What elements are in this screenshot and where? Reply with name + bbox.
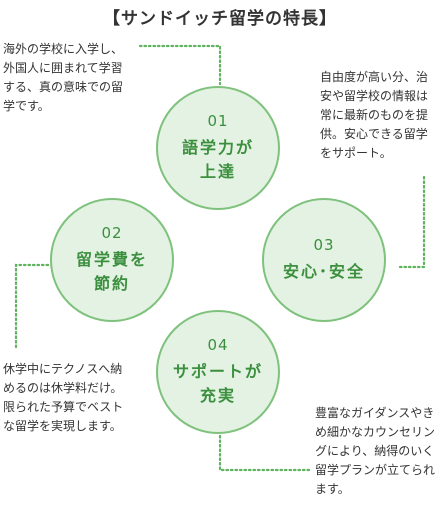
connector-line-3 [398, 174, 426, 269]
connector-line-4 [218, 434, 314, 472]
connector-line-2 [14, 263, 50, 352]
feature-4-number: 04 [207, 336, 229, 354]
page-title: 【サンドイッチ留学の特長】 [103, 9, 337, 29]
feature-2-number: 02 [101, 224, 123, 242]
feature-circle-4: 04 サポートが 充実 [156, 310, 280, 434]
feature-3-description: 自由度が高い分、治安や留学校の情報は常に最新のものを提供。安心できる留学をサポー… [320, 70, 429, 160]
feature-1-description: 海外の学校に入学し、外国人に囲まれて学習する、真の意味での留学です。 [3, 42, 124, 113]
feature-circle-2: 02 留学費を 節約 [50, 198, 174, 322]
feature-2-label: 留学費を 節約 [75, 250, 148, 293]
feature-4-description: 豊富なガイダンスやきめ細かなカウンセリングにより、納得のいく留学プランが立てられ… [315, 406, 436, 496]
feature-1-number: 01 [207, 112, 229, 130]
connector-line-1 [138, 44, 222, 86]
feature-1-label: 語学力が 上達 [181, 138, 254, 181]
feature-circle-1: 01 語学力が 上達 [156, 86, 280, 210]
feature-3-label: 安心･安全 [282, 262, 365, 281]
feature-circle-3: 03 安心･安全 [262, 198, 386, 322]
feature-2-description: 休学中にテクノスへ納めるのは休学料だけ。限られた予算でベストな留学を実現します。 [3, 362, 124, 433]
feature-4-label: サポートが 充実 [172, 362, 263, 405]
feature-3-number: 03 [313, 236, 335, 254]
